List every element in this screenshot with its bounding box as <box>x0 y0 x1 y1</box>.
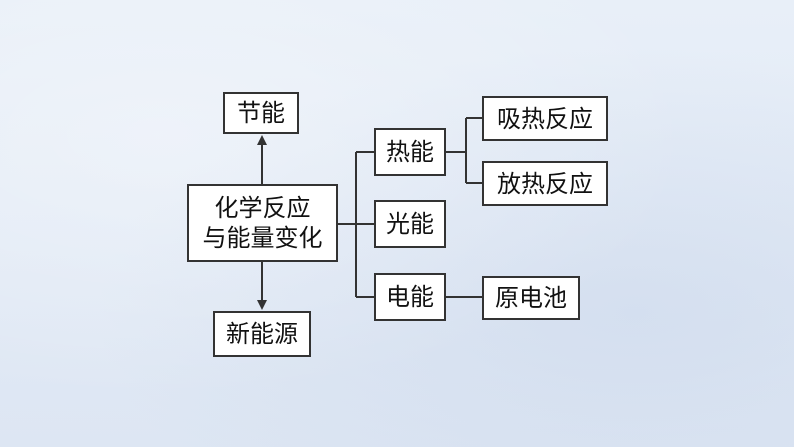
node-chemical-reaction-energy: 化学反应 与能量变化 <box>187 184 338 262</box>
node-endothermic-label: 吸热反应 <box>497 104 593 133</box>
node-electric-energy: 电能 <box>374 273 446 321</box>
node-center-line1: 化学反应 <box>214 194 311 222</box>
node-exothermic-label: 放热反应 <box>497 169 593 198</box>
node-center-line2: 与能量变化 <box>202 224 323 252</box>
node-galvanic-cell: 原电池 <box>482 276 580 320</box>
node-electric-energy-label: 电能 <box>386 283 434 311</box>
node-heat-energy-label: 热能 <box>386 138 434 166</box>
node-light-energy-label: 光能 <box>386 210 434 238</box>
node-energy-saving: 节能 <box>223 92 299 134</box>
node-galvanic-cell-label: 原电池 <box>495 284 567 312</box>
node-new-energy-label: 新能源 <box>226 320 298 348</box>
node-new-energy: 新能源 <box>213 311 311 357</box>
node-exothermic-reaction: 放热反应 <box>482 161 608 206</box>
node-energy-saving-label: 节能 <box>237 99 285 127</box>
node-heat-energy: 热能 <box>374 128 446 176</box>
node-light-energy: 光能 <box>374 200 446 248</box>
node-endothermic-reaction: 吸热反应 <box>482 96 608 141</box>
